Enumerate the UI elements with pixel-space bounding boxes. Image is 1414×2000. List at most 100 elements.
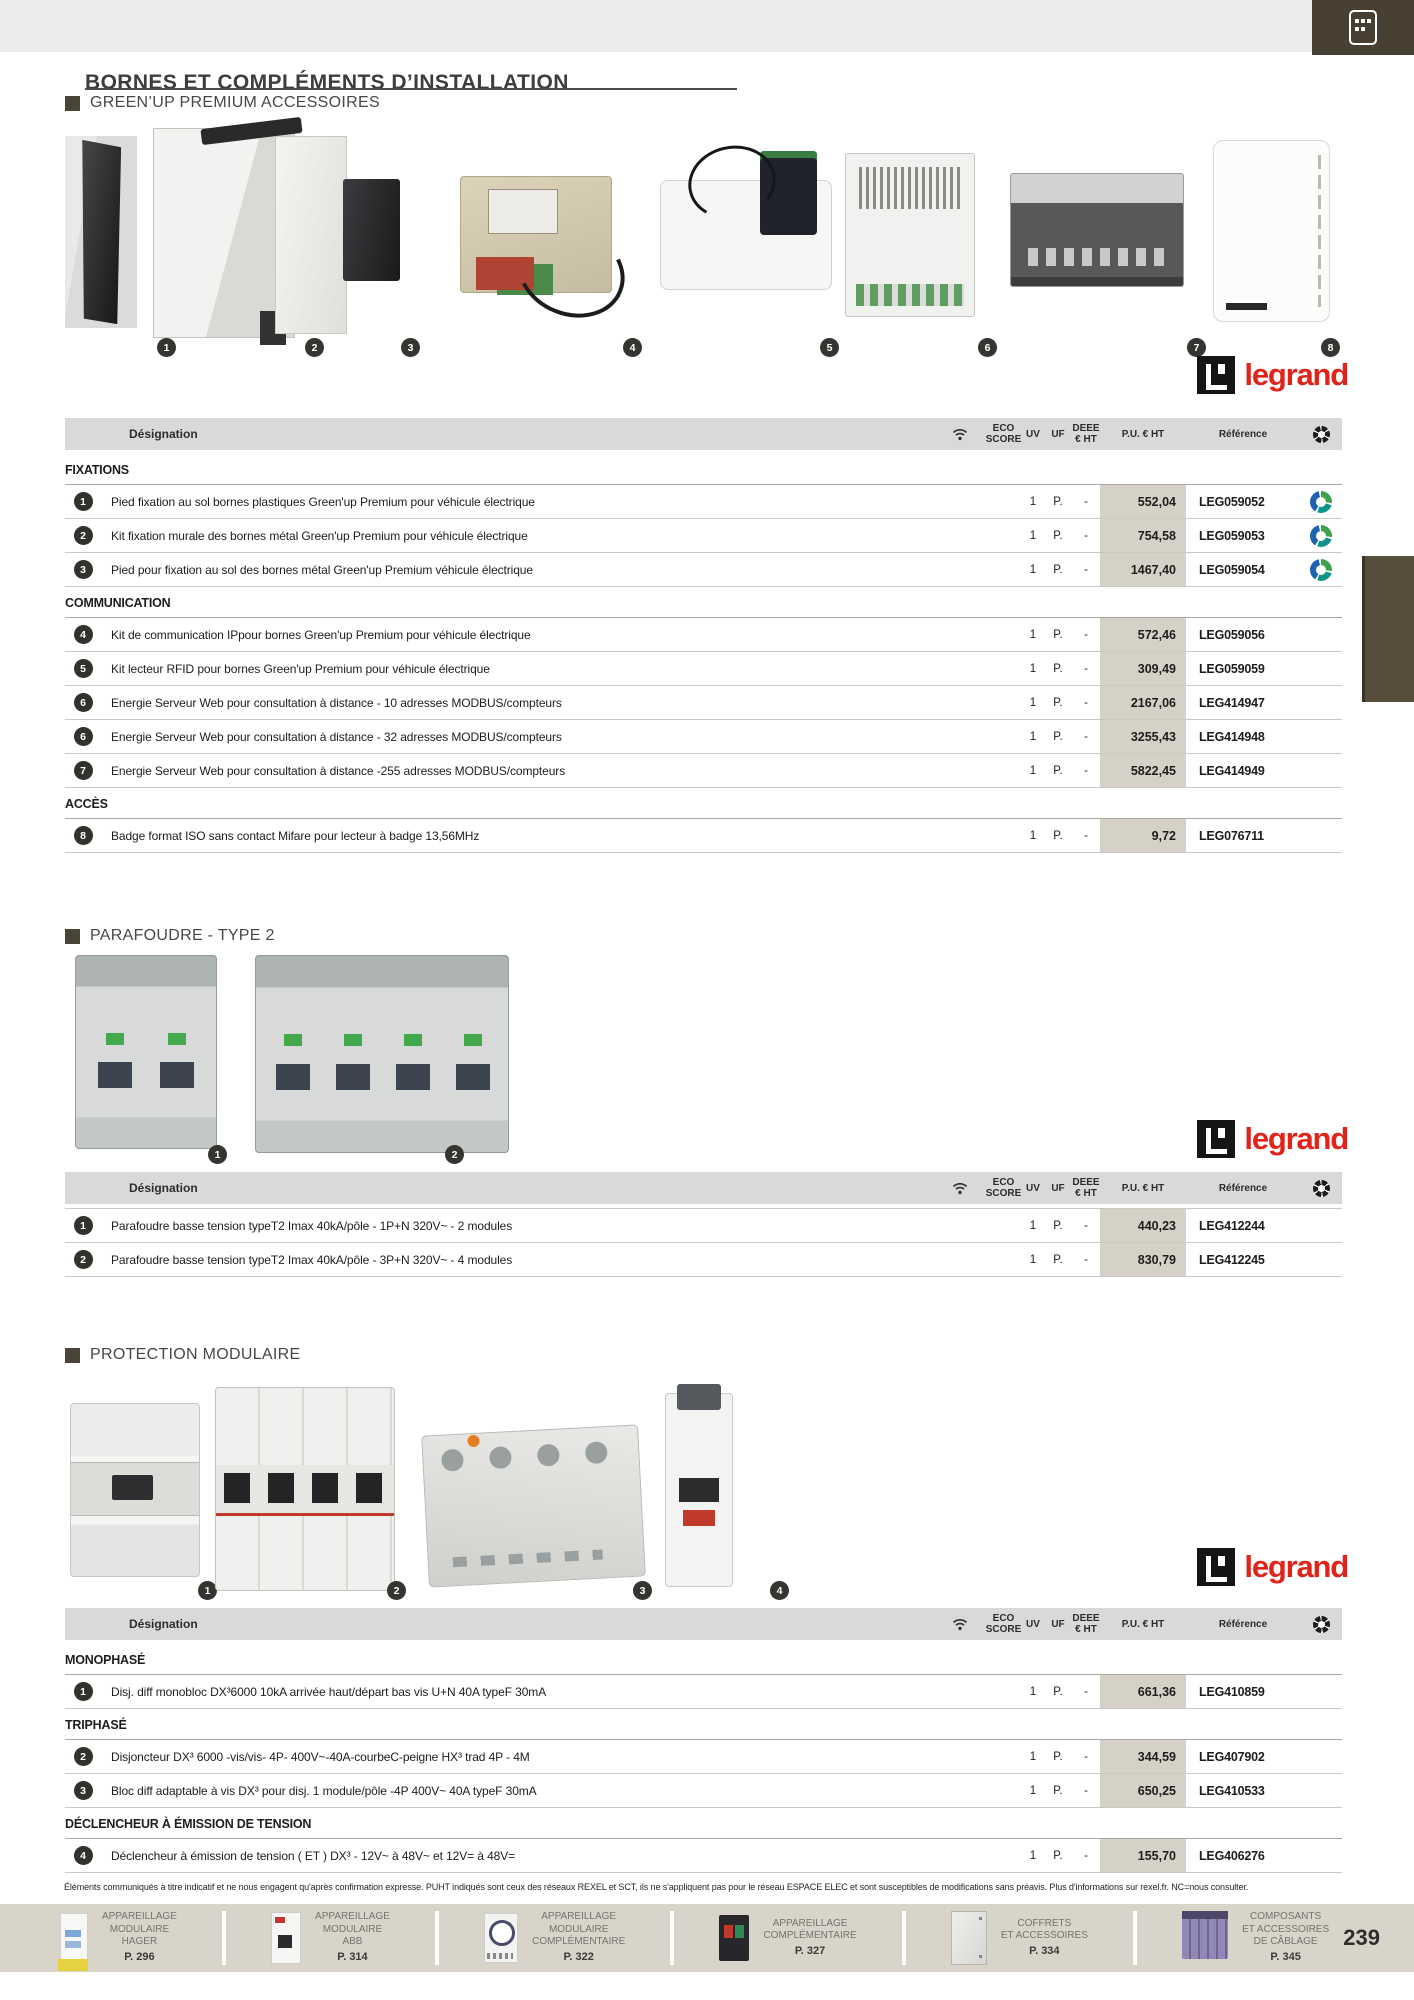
unit-price: 572,46 — [1100, 618, 1186, 651]
header-designation: Désignation — [129, 1617, 198, 1631]
product-image-web-server-box — [1010, 173, 1184, 287]
header-designation: Désignation — [129, 427, 198, 441]
page-number: 239 — [1343, 1925, 1380, 1950]
uf-value: P. — [1053, 696, 1063, 709]
header-pu: P.U. € HT — [1121, 1182, 1165, 1194]
product-number-badge: 1 — [208, 1145, 227, 1164]
terminal-blocks-thumbnail — [1182, 1911, 1229, 1959]
header-deee: DEEE € HT — [1072, 1177, 1100, 1199]
section-heading-parafoudre: PARAFOUDRE - TYPE 2 — [65, 927, 275, 945]
header-pu: P.U. € HT — [1121, 428, 1165, 440]
footer-nav-page-ref: P. 314 — [337, 1950, 368, 1963]
product-designation: Disjoncteur DX³ 6000 -vis/vis- 4P- 400V~… — [111, 1749, 530, 1764]
uv-value: 1 — [1029, 1784, 1037, 1797]
product-designation: Energie Serveur Web pour consultation à … — [111, 763, 566, 778]
row-number-cell: 8 — [65, 826, 101, 845]
section-heading-label: PARAFOUDRE - TYPE 2 — [90, 927, 275, 944]
unit-price: 754,58 — [1100, 519, 1186, 552]
reference-code: LEG410859 — [1199, 1684, 1265, 1699]
motor-breaker-thumbnail — [719, 1915, 750, 1961]
product-image-diff-block — [421, 1424, 646, 1588]
section-heading-label: GREEN’UP PREMIUM ACCESSOIRES — [90, 94, 380, 111]
unit-price: 3255,43 — [1100, 720, 1186, 753]
product-number-badge: 1 — [198, 1581, 217, 1600]
header-deee: DEEE € HT — [1072, 423, 1100, 445]
legrand-mark-icon — [1197, 1548, 1236, 1586]
recycling-icon — [1312, 1615, 1330, 1633]
table-group-label: TRIPHASÉ — [65, 1709, 1342, 1740]
product-designation: Disj. diff monobloc DX³6000 10kA arrivée… — [111, 1684, 547, 1699]
product-number-badge: 7 — [1187, 338, 1206, 357]
header-uf: UF — [1051, 428, 1065, 440]
product-designation: Energie Serveur Web pour consultation à … — [111, 729, 562, 744]
deee-value: - — [1084, 764, 1088, 777]
recycling-icon — [1312, 425, 1330, 443]
product-image-floor-pedestal-plastic — [65, 136, 137, 328]
product-image-rfid-kit — [660, 150, 832, 290]
legrand-logo: legrand — [1197, 1548, 1349, 1586]
uv-value: 1 — [1029, 1685, 1037, 1698]
footer-separator — [670, 1911, 675, 1965]
row-number-cell: 6 — [65, 693, 101, 712]
row-number-badge: 3 — [73, 1781, 93, 1800]
product-number-badge: 5 — [820, 338, 839, 357]
footer-separator — [901, 1911, 906, 1965]
side-section-tab[interactable] — [1362, 556, 1414, 702]
uf-value: P. — [1053, 1849, 1063, 1862]
title-underline — [85, 88, 737, 90]
product-image-surge-2p — [75, 955, 217, 1149]
product-image-breaker-4p — [215, 1387, 395, 1591]
unit-price: 2167,06 — [1100, 686, 1186, 719]
product-designation: Bloc diff adaptable à vis DX³ pour disj.… — [111, 1783, 537, 1798]
reference-code: LEG059059 — [1199, 661, 1265, 676]
row-number-badge: 4 — [73, 1846, 93, 1865]
legrand-wordmark: legrand — [1244, 1549, 1349, 1584]
wifi-icon — [935, 428, 985, 441]
uf-value: P. — [1053, 764, 1063, 777]
products-table: Désignation ECO SCORE UV UF DEEE € HT P.… — [65, 1608, 1342, 1873]
row-number-cell: 2 — [65, 1250, 101, 1269]
unit-price: 552,04 — [1100, 485, 1186, 518]
row-number-badge: 7 — [73, 761, 93, 780]
product-number-badge: 2 — [305, 338, 324, 357]
uv-value: 1 — [1029, 1219, 1037, 1232]
header-pu: P.U. € HT — [1121, 1618, 1165, 1630]
deee-value: - — [1084, 1849, 1088, 1862]
footer-separator — [435, 1911, 439, 1965]
table-header-row: Désignation ECO SCORE UV UF DEEE € HT P.… — [65, 1172, 1342, 1204]
timer-thumbnail — [484, 1913, 519, 1963]
uv-value: 1 — [1029, 730, 1037, 743]
enclosure-thumbnail — [950, 1911, 987, 1965]
header-eco-score: ECO SCORE — [985, 423, 1022, 445]
deee-value: - — [1084, 1253, 1088, 1266]
reference-code: LEG412244 — [1199, 1218, 1265, 1233]
uv-value: 1 — [1029, 829, 1037, 842]
header-uv: UV — [1026, 1182, 1040, 1194]
row-number-badge: 1 — [73, 1216, 93, 1235]
unit-price: 155,70 — [1100, 1839, 1186, 1872]
catalog-section-tab[interactable] — [1312, 0, 1414, 55]
row-number-badge: 2 — [73, 1250, 93, 1269]
footer-nav-page-ref: P. 327 — [794, 1944, 826, 1957]
row-number-badge: 3 — [73, 560, 93, 579]
